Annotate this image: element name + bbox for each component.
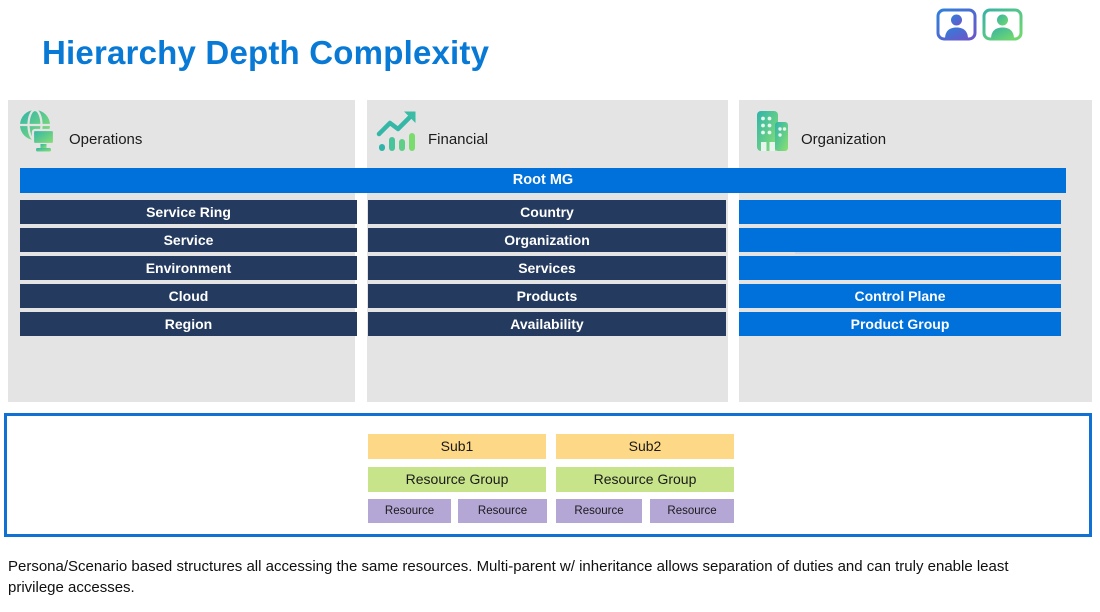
bar-org-product-group: Product Group [739, 312, 1061, 336]
resource-group-chip-2: Resource Group [556, 467, 734, 492]
person-badge-green-icon [982, 8, 1023, 41]
page-title: Hierarchy Depth Complexity [42, 34, 490, 71]
root-mg-bar: Root MG [20, 168, 1066, 193]
bar-org-empty-3 [739, 256, 1061, 280]
bar-org-control-plane: Control Plane [739, 284, 1061, 308]
panel-label-organization: Organization [801, 131, 887, 148]
footer-caption: Persona/Scenario based structures all ac… [8, 558, 1009, 596]
bar-operations-region: Region [20, 312, 357, 336]
bar-operations-service: Service [20, 228, 357, 252]
panel-label-financial: Financial [428, 131, 489, 148]
resource-chip-1: Resource [368, 499, 451, 523]
bar-org-empty-1 [739, 200, 1061, 224]
panel-financial-header: Financial [375, 102, 488, 154]
subscription-box [4, 413, 1092, 537]
building-icon [757, 111, 788, 151]
bar-financial-services: Services [368, 256, 726, 280]
growth-chart-icon [376, 111, 416, 151]
bar-operations-cloud: Cloud [20, 284, 357, 308]
bar-financial-products: Products [368, 284, 726, 308]
panel-organization-header: Organization [748, 102, 886, 154]
panel-operations-header: Operations [16, 102, 142, 154]
bar-financial-country: Country [368, 200, 726, 224]
globe-monitor-icon [20, 108, 56, 152]
bar-org-empty-2 [739, 228, 1061, 252]
resource-chip-4: Resource [650, 499, 734, 523]
sub1-chip: Sub1 [368, 434, 546, 459]
bar-financial-availability: Availability [368, 312, 726, 336]
sub2-chip: Sub2 [556, 434, 734, 459]
bar-operations-environment: Environment [20, 256, 357, 280]
resource-chip-3: Resource [556, 499, 642, 523]
bar-operations-service-ring: Service Ring [20, 200, 357, 224]
bar-financial-organization: Organization [368, 228, 726, 252]
hidden-bar-artifact [795, 252, 1010, 254]
resource-chip-2: Resource [458, 499, 547, 523]
resource-group-chip-1: Resource Group [368, 467, 546, 492]
panel-label-operations: Operations [69, 131, 143, 148]
person-badge-blue-icon [936, 8, 977, 41]
header-badges [936, 8, 1023, 41]
